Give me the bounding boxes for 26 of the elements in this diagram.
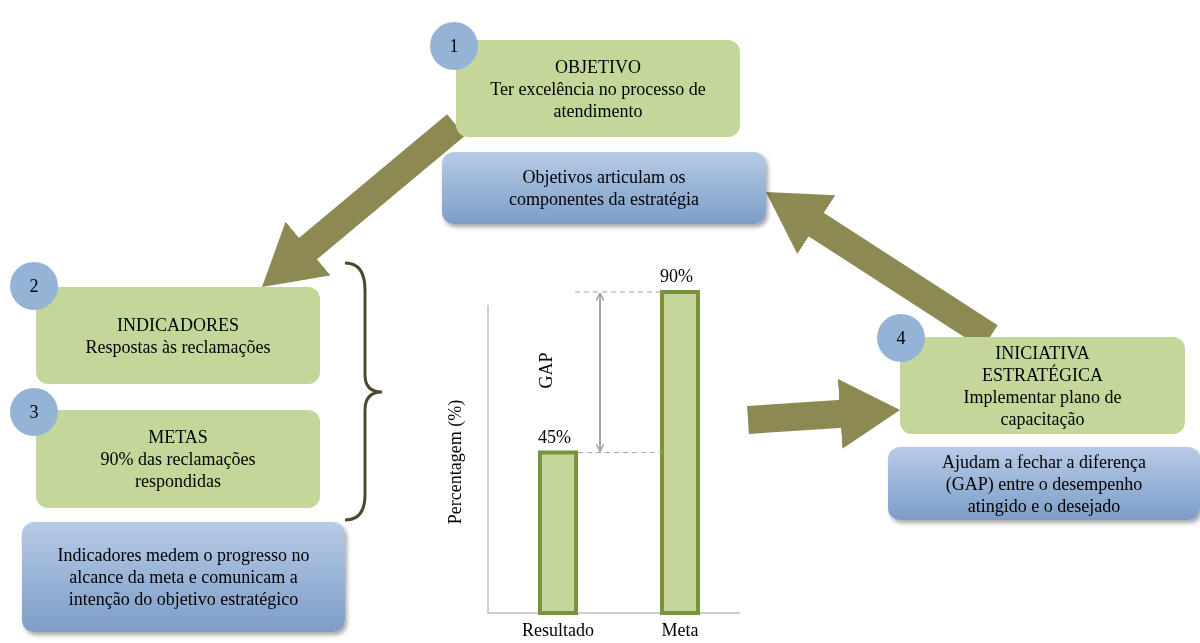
box-text: 90% das reclamações respondidas <box>99 448 257 492</box>
gap-label: GAP <box>535 352 557 389</box>
box-text: Respostas às reclamações <box>85 335 271 358</box>
box-text: Ter excelência no processo de atendimento <box>490 77 706 122</box>
axis-title: Percentagem (%) <box>444 399 466 525</box>
objective-box <box>456 40 740 137</box>
step-number-circle: 4 <box>877 314 925 362</box>
value-label: 90% <box>660 266 693 287</box>
category-label: Resultado <box>522 620 594 641</box>
step-number-circle: 2 <box>10 262 58 310</box>
indicator-box <box>36 287 320 384</box>
step-number-circle: 1 <box>430 22 478 70</box>
box-heading: INICIATIVA ESTRATÉGICA <box>981 341 1104 386</box>
target-box <box>36 410 320 508</box>
box-heading: METAS <box>148 426 208 448</box>
arrow <box>262 114 465 287</box>
arrow <box>747 379 900 449</box>
note-box: Indicadores medem o progresso no alcance da meta e comunicam a intenção do objetivo estratégico <box>22 522 345 632</box>
note-box: Ajudam a fechar a diferença (GAP) entre o desempenho atingido e o desejado <box>888 447 1200 520</box>
box-heading: INDICADORES <box>117 313 239 336</box>
box-text: Implementar plano de capacitação <box>962 385 1123 430</box>
value-label: 45% <box>538 426 571 448</box>
category-label: Meta <box>661 620 699 641</box>
box-heading: OBJETIVO <box>555 55 641 78</box>
note-box: Objetivos articulam os componentes da estratégia <box>442 152 766 224</box>
step-number-circle: 3 <box>10 388 58 436</box>
